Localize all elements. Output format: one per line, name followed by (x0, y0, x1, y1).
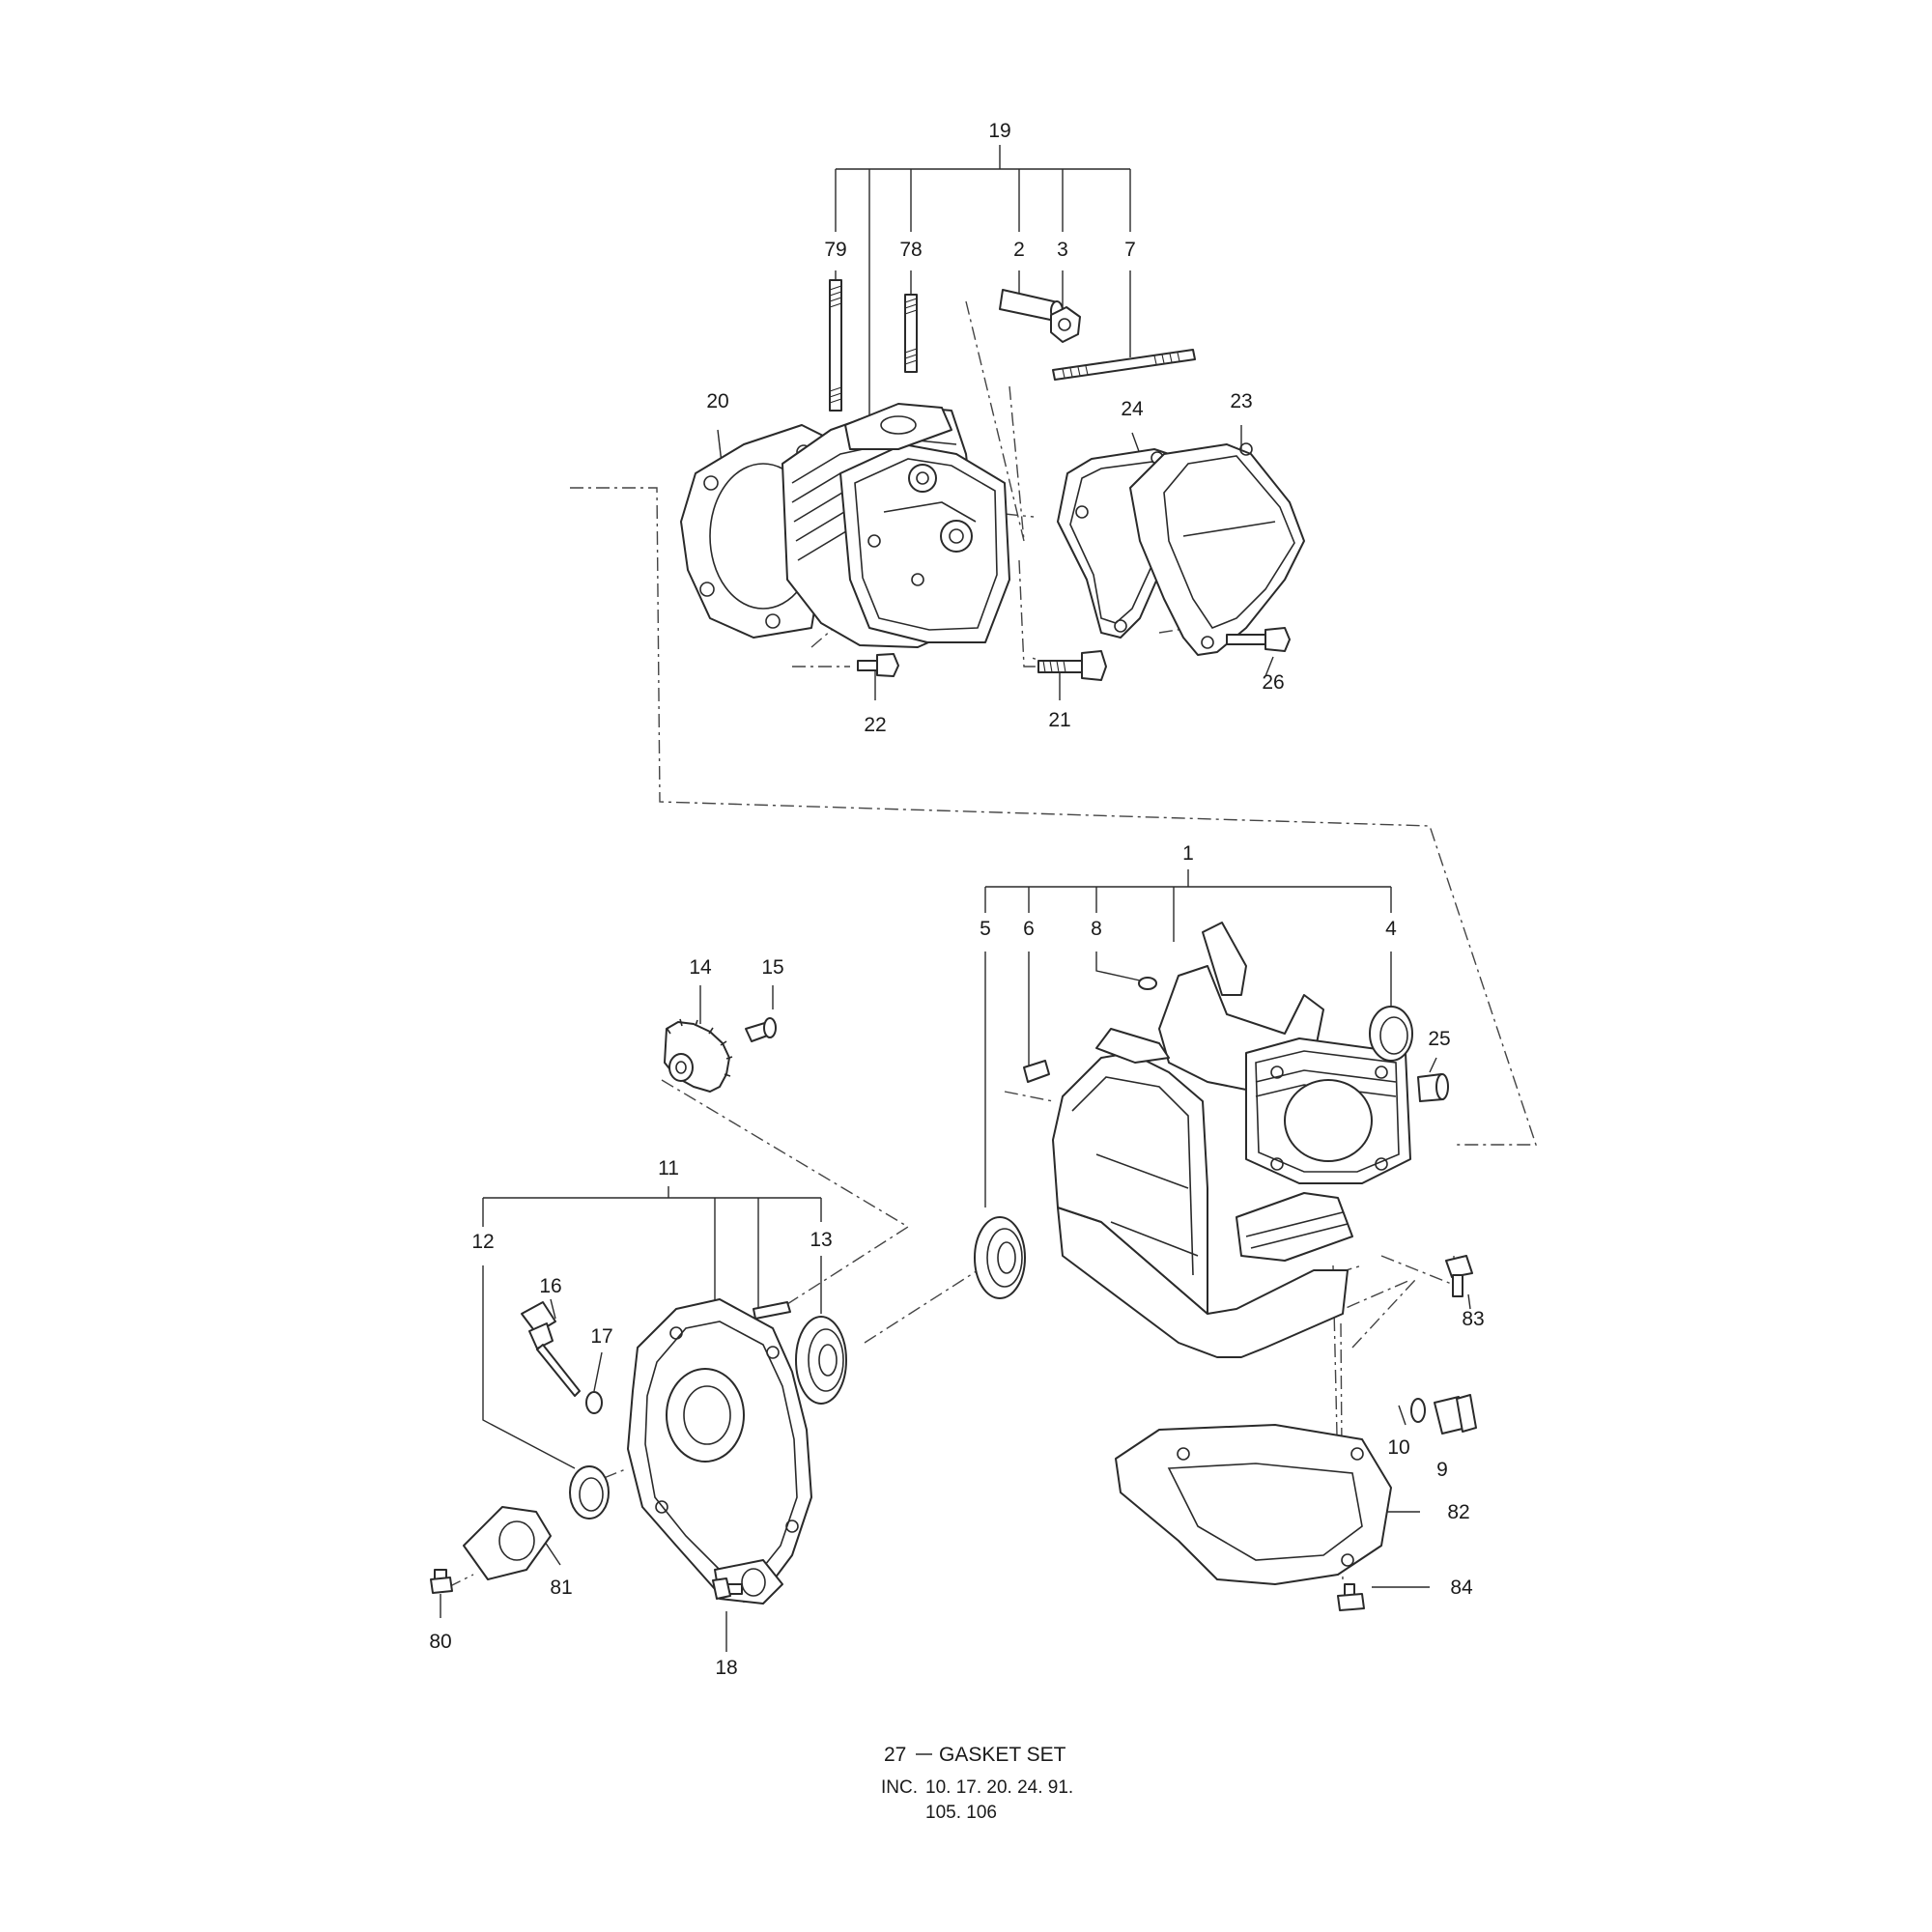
bolt-part-26 (1226, 627, 1291, 652)
callout-79: 79 (824, 239, 846, 261)
leader-lines (440, 145, 1471, 1652)
callout-14: 14 (689, 956, 712, 979)
callout-15: 15 (761, 956, 783, 979)
bearing-part-5 (974, 1216, 1026, 1299)
callout-82: 82 (1447, 1501, 1469, 1523)
callout-6: 6 (1023, 918, 1035, 940)
callout-10: 10 (1387, 1436, 1409, 1459)
callout-16: 16 (539, 1275, 561, 1297)
oil-seal-part-12 (569, 1465, 610, 1520)
valve-cover-part-23 (1129, 442, 1305, 656)
crankcase-cover-part-11 (627, 1298, 812, 1605)
bolt-part-80 (430, 1569, 453, 1594)
bolt-part-83 (1445, 1255, 1473, 1297)
callout-numbers: 19 79 78 2 3 7 20 24 23 22 21 26 1 5 6 8… (429, 120, 1484, 1679)
gasket-set-note: 27 GASKET SET INC. 10. 17. 20. 24. 91. 1… (881, 1744, 1073, 1823)
gasket-set-number: 27 (884, 1744, 906, 1766)
cylinder-head-part-19 (781, 403, 1010, 648)
dowel-part-25 (1417, 1073, 1449, 1102)
callout-4: 4 (1385, 918, 1397, 940)
stud-part-79 (829, 279, 842, 412)
fitting-part-8 (1138, 977, 1157, 990)
callout-5: 5 (980, 918, 991, 940)
cap-part-81 (463, 1506, 552, 1580)
callout-19: 19 (988, 120, 1010, 142)
bolt-part-21 (1037, 650, 1107, 681)
dipstick-part-16 (521, 1301, 581, 1397)
washer-part-10 (1410, 1398, 1426, 1423)
gasket-set-items-line2: 105. 106 (925, 1803, 997, 1823)
cover-pin (753, 1301, 791, 1320)
gasket-set-items-line1: 10. 17. 20. 24. 91. (925, 1777, 1073, 1798)
callout-21: 21 (1048, 709, 1070, 731)
callout-3: 3 (1057, 239, 1068, 261)
crankcase-assembly (974, 922, 1477, 1611)
callout-78: 78 (899, 239, 922, 261)
callout-13: 13 (810, 1229, 832, 1251)
drain-plug-part-9 (1434, 1394, 1477, 1435)
oil-seal-part-4 (1369, 1006, 1413, 1062)
gasket-set-title: GASKET SET (939, 1744, 1066, 1766)
callout-20: 20 (706, 390, 728, 412)
nut-part-3 (1050, 306, 1081, 343)
callout-2: 2 (1013, 239, 1025, 261)
callout-18: 18 (715, 1657, 737, 1679)
o-ring-part-17 (585, 1391, 603, 1414)
callout-7: 7 (1124, 239, 1136, 261)
pin-part-6 (1023, 1060, 1050, 1083)
callout-17: 17 (590, 1325, 612, 1348)
skid-plate-part-82 (1115, 1424, 1392, 1585)
callout-12: 12 (471, 1231, 494, 1253)
callout-80: 80 (429, 1631, 451, 1653)
callout-1: 1 (1182, 842, 1194, 865)
callout-23: 23 (1230, 390, 1252, 412)
callout-84: 84 (1450, 1577, 1473, 1599)
gear-part-14 (664, 1018, 733, 1093)
bolt-part-84 (1337, 1583, 1365, 1611)
stud-part-78 (904, 294, 918, 373)
callout-24: 24 (1121, 398, 1144, 420)
gasket-set-inc-label: INC. (881, 1777, 918, 1798)
bolt-part-18 (712, 1577, 743, 1600)
crankcase-part-1 (1052, 922, 1411, 1358)
crankcase-cover-assembly (430, 1017, 847, 1605)
cylinder-head-assembly (680, 279, 1305, 681)
callout-26: 26 (1262, 671, 1284, 694)
callout-83: 83 (1462, 1308, 1484, 1330)
long-stud-part-7 (1052, 349, 1196, 381)
callout-11: 11 (658, 1157, 679, 1179)
callout-9: 9 (1436, 1459, 1448, 1481)
callout-8: 8 (1091, 918, 1102, 940)
callout-81: 81 (550, 1577, 572, 1599)
callout-22: 22 (864, 714, 886, 736)
bearing-part-13 (795, 1316, 847, 1405)
shaft-part-15 (745, 1017, 777, 1042)
callout-25: 25 (1428, 1028, 1450, 1050)
bolt-part-22 (857, 653, 899, 677)
